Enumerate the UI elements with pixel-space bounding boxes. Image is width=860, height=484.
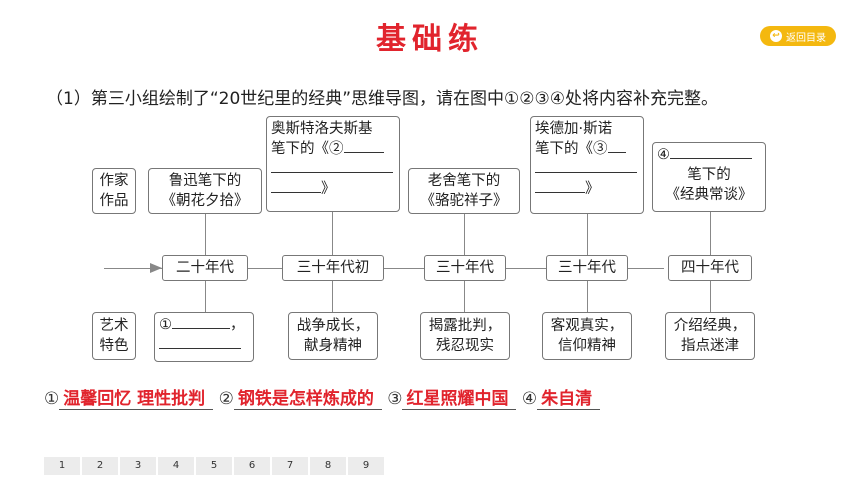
return-icon: ↩ (770, 30, 782, 42)
work-4-line1: 埃德加·斯诺 (535, 121, 613, 137)
feature-box-5: 介绍经典， 指点迷津 (665, 312, 755, 360)
feature-5-line1: 介绍经典， (673, 318, 747, 334)
answer-2-text: 钢铁是怎样炼成的 (233, 384, 382, 410)
work-box-4: 埃德加·斯诺 笔下的《③ 》 (530, 116, 644, 214)
page-button-4[interactable]: 4 (158, 457, 194, 475)
era-node-4: 三十年代 (546, 255, 628, 281)
work-5-line1: ④ (657, 147, 670, 163)
back-button-label: 返回目录 (786, 32, 826, 44)
work-1-line1: 鲁迅笔下的 (168, 173, 242, 189)
era-node-1: 二十年代 (162, 255, 248, 281)
page-button-5[interactable]: 5 (196, 457, 232, 475)
feature-label-line1: 艺术 (99, 318, 129, 334)
answer-3-number: ③ (387, 389, 403, 409)
page-button-9[interactable]: 9 (348, 457, 384, 475)
page-button-8[interactable]: 8 (310, 457, 346, 475)
timeline-line (104, 268, 664, 269)
work-box-3: 老舍笔下的 《骆驼祥子》 (408, 168, 520, 214)
work-4-close: 》 (585, 181, 600, 197)
connector (464, 214, 465, 255)
feature-box-2: 战争成长， 献身精神 (288, 312, 378, 360)
answer-4-number: ④ (521, 389, 538, 409)
connector (332, 281, 333, 312)
feature-3-line1: 揭露批判， (428, 318, 502, 334)
work-box-2: 奥斯特洛夫斯基 笔下的《② 》 (266, 116, 400, 212)
art-feature-label: 艺术 特色 (92, 312, 136, 360)
connector (464, 281, 465, 312)
work-1-line2: 《朝花夕拾》 (161, 193, 249, 209)
feature-box-1: ①， (154, 312, 254, 362)
work-2-close: 》 (321, 181, 336, 197)
author-works-label: 作家 作品 (92, 168, 136, 214)
page-title: 基础练 (376, 22, 484, 57)
timeline-arrow-icon (150, 263, 162, 273)
page-button-6[interactable]: 6 (234, 457, 270, 475)
feature-3-line2: 残忍现实 (436, 338, 494, 354)
page-button-1[interactable]: 1 (44, 457, 80, 475)
work-2-line2: 笔下的《② (271, 141, 344, 157)
page-button-2[interactable]: 2 (82, 457, 118, 475)
feature-1-comma: ， (230, 317, 245, 333)
feature-1-line1: ① (159, 317, 172, 333)
back-to-contents-button[interactable]: ↩ 返回目录 (760, 26, 836, 46)
work-4-line2: 笔下的《③ (535, 141, 608, 157)
page-button-3[interactable]: 3 (120, 457, 156, 475)
feature-2-line1: 战争成长， (296, 318, 370, 334)
connector (587, 214, 588, 255)
answer-3-text: 红星照耀中国 (402, 384, 517, 410)
feature-4-line1: 客观真实， (550, 318, 624, 334)
page-navigation: 1 2 3 4 5 6 7 8 9 (44, 457, 384, 475)
feature-box-3: 揭露批判， 残忍现实 (420, 312, 510, 360)
author-label-line2: 作品 (99, 193, 129, 209)
work-3-line1: 老舍笔下的 (427, 173, 501, 189)
era-node-3: 三十年代 (424, 255, 506, 281)
connector (710, 212, 711, 255)
work-5-line2: 笔下的 (687, 167, 731, 183)
era-node-5: 四十年代 (668, 255, 752, 281)
feature-5-line2: 指点迷津 (681, 338, 739, 354)
feature-label-line2: 特色 (99, 338, 129, 354)
feature-4-line2: 信仰精神 (558, 338, 616, 354)
author-label-line1: 作家 (99, 173, 129, 189)
connector (587, 281, 588, 312)
connector (332, 212, 333, 255)
work-5-line3: 《经典常谈》 (665, 187, 753, 203)
feature-box-4: 客观真实， 信仰精神 (542, 312, 632, 360)
connector (205, 214, 206, 255)
work-3-line2: 《骆驼祥子》 (420, 193, 508, 209)
page-button-7[interactable]: 7 (272, 457, 308, 475)
connector (710, 281, 711, 312)
answer-2-number: ② (218, 389, 234, 409)
answer-1-number: ① (44, 389, 60, 409)
answer-1-text: 温馨回忆 理性批判 (59, 384, 214, 410)
work-box-1: 鲁迅笔下的 《朝花夕拾》 (148, 168, 262, 214)
connector (205, 281, 206, 312)
feature-2-line2: 献身精神 (304, 338, 362, 354)
era-node-2: 三十年代初 (282, 255, 384, 281)
work-2-line1: 奥斯特洛夫斯基 (271, 121, 373, 137)
work-box-5: ④ 笔下的 《经典常谈》 (652, 142, 766, 212)
answer-4-text: 朱自清 (537, 384, 601, 410)
question-text: （1）第三小组绘制了“20世纪里的经典”思维导图，请在图中①②③④处将内容补充完… (46, 89, 719, 109)
